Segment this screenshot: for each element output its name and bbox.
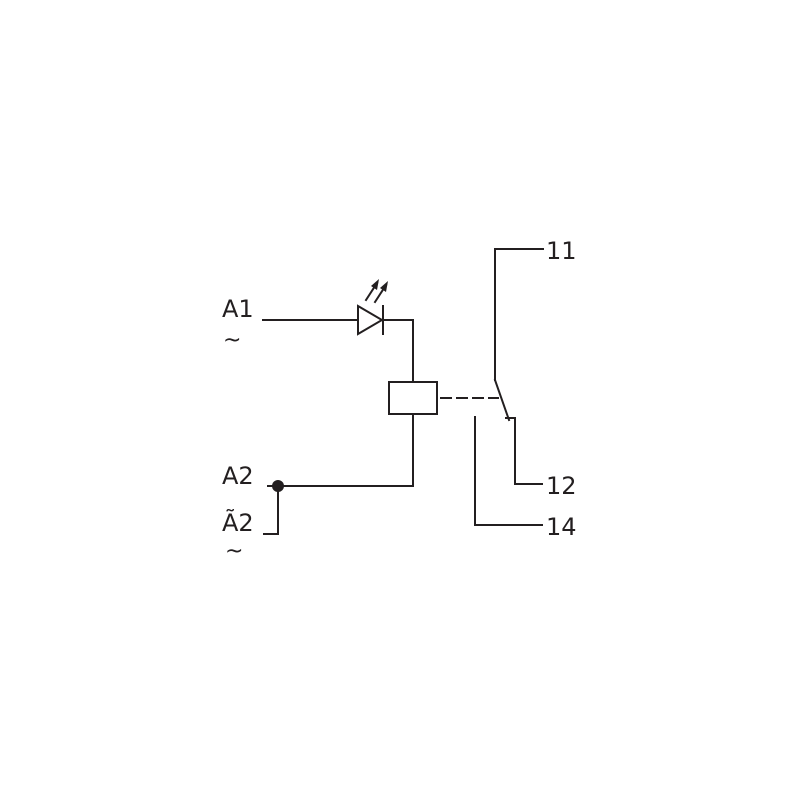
terminal-12-label: 12: [546, 472, 577, 500]
coil-circuit: [262, 319, 414, 535]
junction-dot: [272, 480, 284, 492]
terminal-a2-alt-label: Ã2: [222, 507, 254, 537]
terminal-14-label: 14: [546, 513, 577, 541]
contact-12-wire: [505, 417, 543, 485]
light-emission-arrows-icon: [364, 279, 388, 304]
terminal-a1-ac-symbol: ~: [223, 328, 241, 353]
a2-bridge-wire: [263, 485, 279, 535]
terminal-11-label: 11: [546, 237, 577, 265]
terminal-a2-label: A2: [222, 462, 254, 490]
contact-14-wire: [474, 416, 543, 526]
changeover-contact: [474, 248, 544, 526]
led-diode-icon: [357, 279, 388, 336]
diode-triangle: [357, 304, 384, 336]
contact-11-wire: [494, 248, 544, 381]
relay-coil: [388, 381, 438, 415]
terminal-a2-ac-symbol: ~: [225, 539, 243, 564]
contact-blade: [493, 378, 511, 422]
terminal-a1-label: A1: [222, 295, 254, 323]
